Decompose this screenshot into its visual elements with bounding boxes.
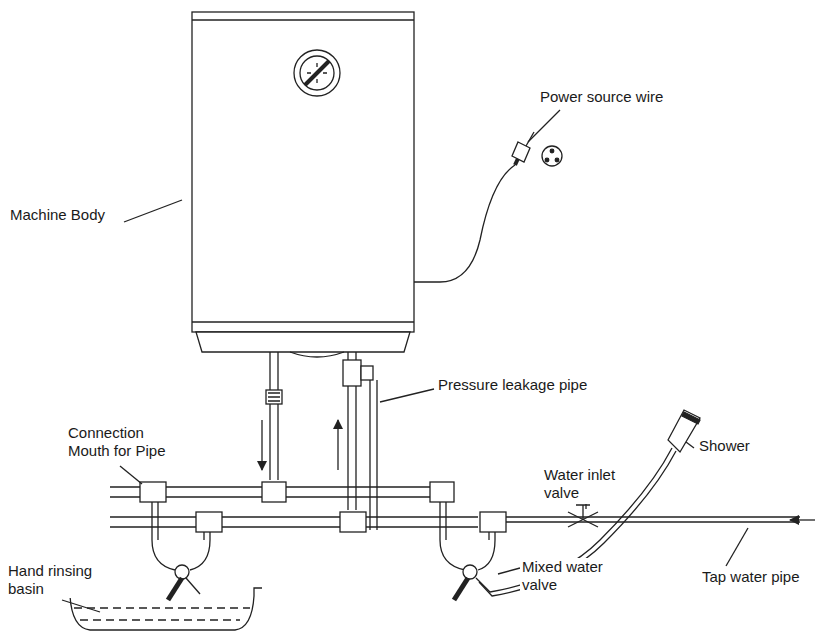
part-label: Power source wire (538, 88, 665, 106)
part-label: Mixed water valve (520, 558, 620, 594)
part-label: Connection Mouth for Pipe (66, 424, 188, 460)
part-label: Water inlet valve (542, 466, 632, 502)
part-label: Pressure leakage pipe (436, 376, 589, 394)
part-label: Machine Body (8, 206, 107, 224)
part-label: Hand rinsing basin (6, 562, 96, 598)
part-label: Shower (697, 437, 752, 455)
part-label: Tap water pipe (700, 568, 802, 586)
